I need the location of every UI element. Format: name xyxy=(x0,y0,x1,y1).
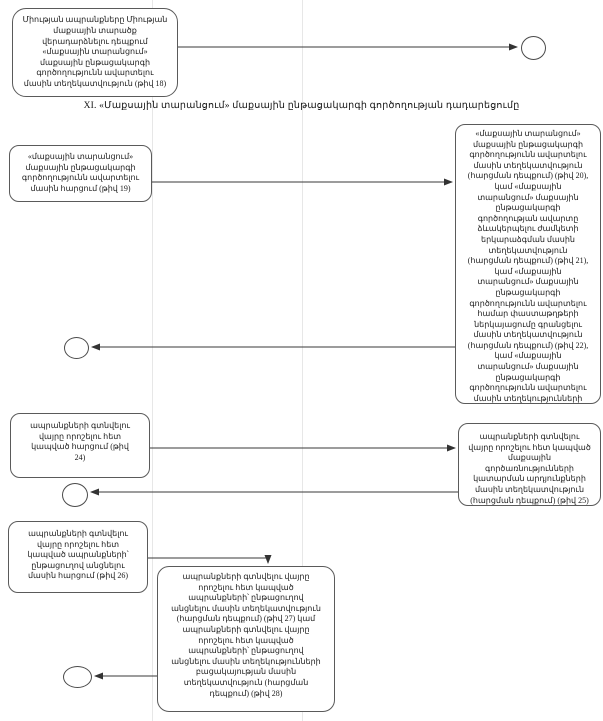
end-circle-2 xyxy=(64,337,89,359)
lane-divider-middle xyxy=(302,0,303,721)
node-box-25: ապրանքների գտնվելու վայրը որոշելու հետ կ… xyxy=(458,423,601,506)
node-box-27-28: ապրանքների գտնվելու վայրը որոշելու հետ կ… xyxy=(157,566,335,712)
node-box-26: ապրանքների գտնվելու վայրը որոշելու հետ կ… xyxy=(8,521,148,593)
end-circle-3 xyxy=(62,483,88,507)
end-circle-4 xyxy=(63,666,92,688)
lane-divider-left xyxy=(152,0,153,721)
edge-box26-to-box27 xyxy=(148,555,272,564)
node-box-24: ապրանքների գտնվելու վայրը որոշելու հետ կ… xyxy=(10,413,150,478)
node-box-20-23: «մաքսային տարանցում» մաքսային ընթացակարգ… xyxy=(455,124,601,404)
section-title: XI. «Մաքսային տարանցում» մաքսային ընթացա… xyxy=(83,101,520,111)
end-circle-1 xyxy=(521,36,546,60)
node-box-19: «մաքսային տարանցում» մաքսային ընթացակարգ… xyxy=(9,145,152,202)
node-box-18: Միության ապրանքները Միության մաքսային տա… xyxy=(12,8,178,97)
